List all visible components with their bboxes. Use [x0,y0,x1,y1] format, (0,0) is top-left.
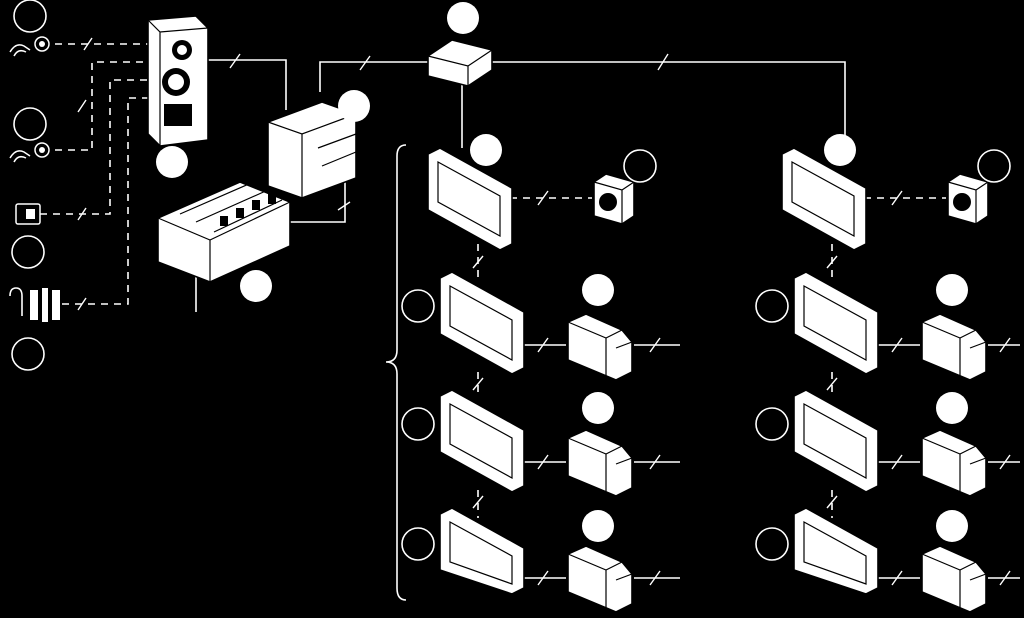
callout-marker [401,527,435,561]
din-power-supply-icon [921,545,987,613]
wires-trunk [385,53,846,601]
din-power-supply-icon [921,429,987,497]
callout-marker [338,90,370,122]
callout-marker [977,149,1011,183]
callout-marker [755,407,789,441]
monitor-icon [439,507,525,595]
callout-marker [156,146,188,178]
callout-marker [936,510,968,542]
callout-marker [470,134,502,166]
callout-marker [755,289,789,323]
callout-marker [936,274,968,306]
callout-marker [582,274,614,306]
wires-columns [472,190,1020,586]
callout-marker [623,149,657,183]
callout-marker [936,392,968,424]
callout-marker [582,392,614,424]
monitor-column-right [781,147,879,595]
monitor-icon [793,507,879,595]
callout-marker [13,107,47,141]
callout-marker [755,527,789,561]
din-power-supply-icon [567,313,633,381]
monitor-icon [439,271,525,375]
card-reader-icon [15,203,41,225]
controller-module-icon [157,179,291,283]
callout-marker [240,270,272,302]
electric-lock-icon [9,287,60,322]
monitor-icon [793,389,879,493]
callout-markers [11,0,1011,561]
monitor-icon [793,271,879,375]
call-button-icon [9,36,50,57]
outdoor-panel-icon [147,15,209,147]
call-button-icon [9,142,50,163]
callout-marker [401,407,435,441]
camera-icon [947,173,989,225]
callout-marker [824,134,856,166]
monitor-column-left [427,147,525,595]
callout-marker [447,2,479,34]
callout-marker [11,235,45,269]
distributor-icon [427,39,493,87]
monitor-icon [427,147,513,251]
din-power-supply-icon [267,101,357,199]
callout-marker [13,0,47,33]
psu-column-left [567,313,633,613]
monitor-icon [439,389,525,493]
din-power-supply-icon [567,545,633,613]
psu-column-right [921,313,987,613]
callout-marker [582,510,614,542]
camera-icon [593,173,635,225]
monitor-icon [781,147,867,251]
din-power-supply-icon [567,429,633,497]
callout-marker [401,289,435,323]
din-power-supply-icon [921,313,987,381]
callout-marker [11,337,45,371]
